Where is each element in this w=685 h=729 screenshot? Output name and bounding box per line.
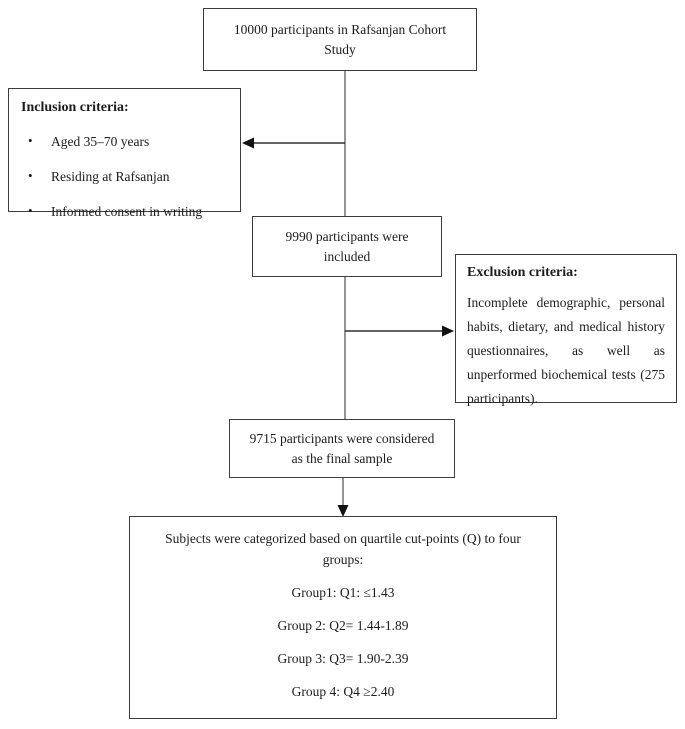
arrowhead-right-icon bbox=[442, 325, 454, 337]
exclusion-criteria-title: Exclusion criteria: bbox=[467, 265, 578, 280]
inclusion-criteria-list: • Aged 35–70 years • Residing at Rafsanj… bbox=[21, 132, 228, 222]
box-quartile-groups: Subjects were categorized based on quart… bbox=[129, 516, 557, 719]
quartile-groups-intro: Subjects were categorized based on quart… bbox=[165, 531, 521, 567]
group-line-q2: Group 2: Q2= 1.44-1.89 bbox=[277, 618, 409, 633]
box-inclusion-criteria: Inclusion criteria: • Aged 35–70 years •… bbox=[8, 88, 241, 219]
cohort-total-text: 10000 participants in Rafsanjan Cohort S… bbox=[233, 21, 447, 57]
bullet-icon: • bbox=[28, 203, 33, 218]
arrowhead-left-icon bbox=[242, 137, 254, 149]
inclusion-item-text: Residing at Rafsanjan bbox=[51, 169, 170, 184]
exclusion-criteria-body: Incomplete demographic, personal habits,… bbox=[467, 295, 665, 406]
inclusion-item: • Aged 35–70 years bbox=[21, 132, 228, 152]
box-included-count: 9990 participants were included bbox=[252, 216, 442, 277]
included-count-text: 9990 participants were included bbox=[285, 228, 409, 264]
bullet-icon: • bbox=[28, 133, 33, 148]
box-final-sample: 9715 participants were considered as the… bbox=[229, 419, 455, 478]
inclusion-criteria-title: Inclusion criteria: bbox=[21, 100, 129, 115]
inclusion-item-text: Aged 35–70 years bbox=[51, 134, 150, 149]
final-sample-text: 9715 participants were considered as the… bbox=[249, 430, 435, 466]
group-line-q1: Group1: Q1: ≤1.43 bbox=[291, 585, 395, 600]
group-line-q4: Group 4: Q4 ≥2.40 bbox=[291, 684, 395, 699]
inclusion-item-text: Informed consent in writing bbox=[51, 204, 203, 219]
box-cohort-total: 10000 participants in Rafsanjan Cohort S… bbox=[203, 8, 477, 71]
inclusion-item: • Informed consent in writing bbox=[21, 202, 228, 222]
box-exclusion-criteria: Exclusion criteria: Incomplete demograph… bbox=[455, 254, 677, 406]
group-line-q3: Group 3: Q3= 1.90-2.39 bbox=[277, 651, 409, 666]
bullet-icon: • bbox=[28, 168, 33, 183]
inclusion-item: • Residing at Rafsanjan bbox=[21, 167, 228, 187]
